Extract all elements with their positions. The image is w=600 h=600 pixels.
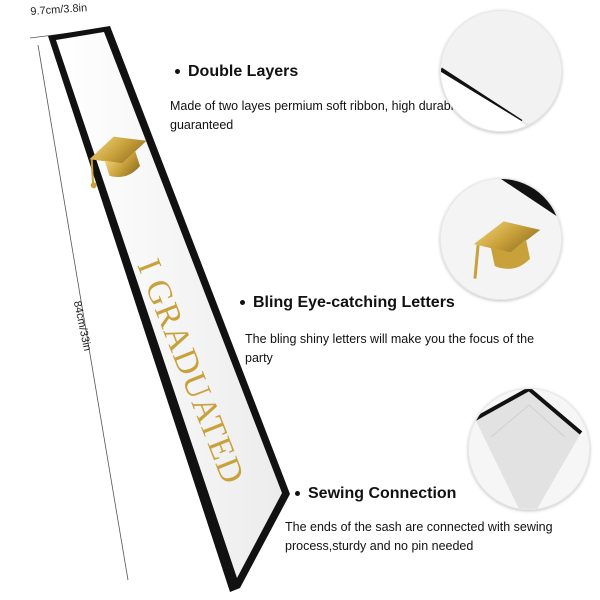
feature-description-double-layers: Made of two layes permium soft ribbon, h… (170, 99, 469, 132)
ribbon-edge-detail (441, 11, 561, 131)
detail-circle-double-layers (440, 10, 562, 132)
bullet-icon (175, 69, 180, 75)
feature-description-sewing-connection: The ends of the sash are connected with … (285, 520, 553, 553)
length-dimension-line (37, 44, 129, 581)
bullet-icon (240, 300, 245, 306)
graduation-cap-icon (89, 136, 147, 189)
graduation-cap-icon (441, 179, 561, 299)
feature-title-double-layers: Double Layers (175, 63, 298, 81)
detail-circle-bling-letters (440, 178, 562, 300)
feature-description-bling-letters: The bling shiny letters will make you th… (245, 332, 535, 365)
detail-circle-sewing-connection (468, 388, 590, 510)
feature-title-sewing-connection: Sewing Connection (295, 485, 456, 503)
bullet-icon (295, 491, 300, 497)
sash-end-seam-detail (469, 389, 589, 509)
feature-title-bling-letters: Bling Eye-catching Letters (240, 294, 455, 312)
